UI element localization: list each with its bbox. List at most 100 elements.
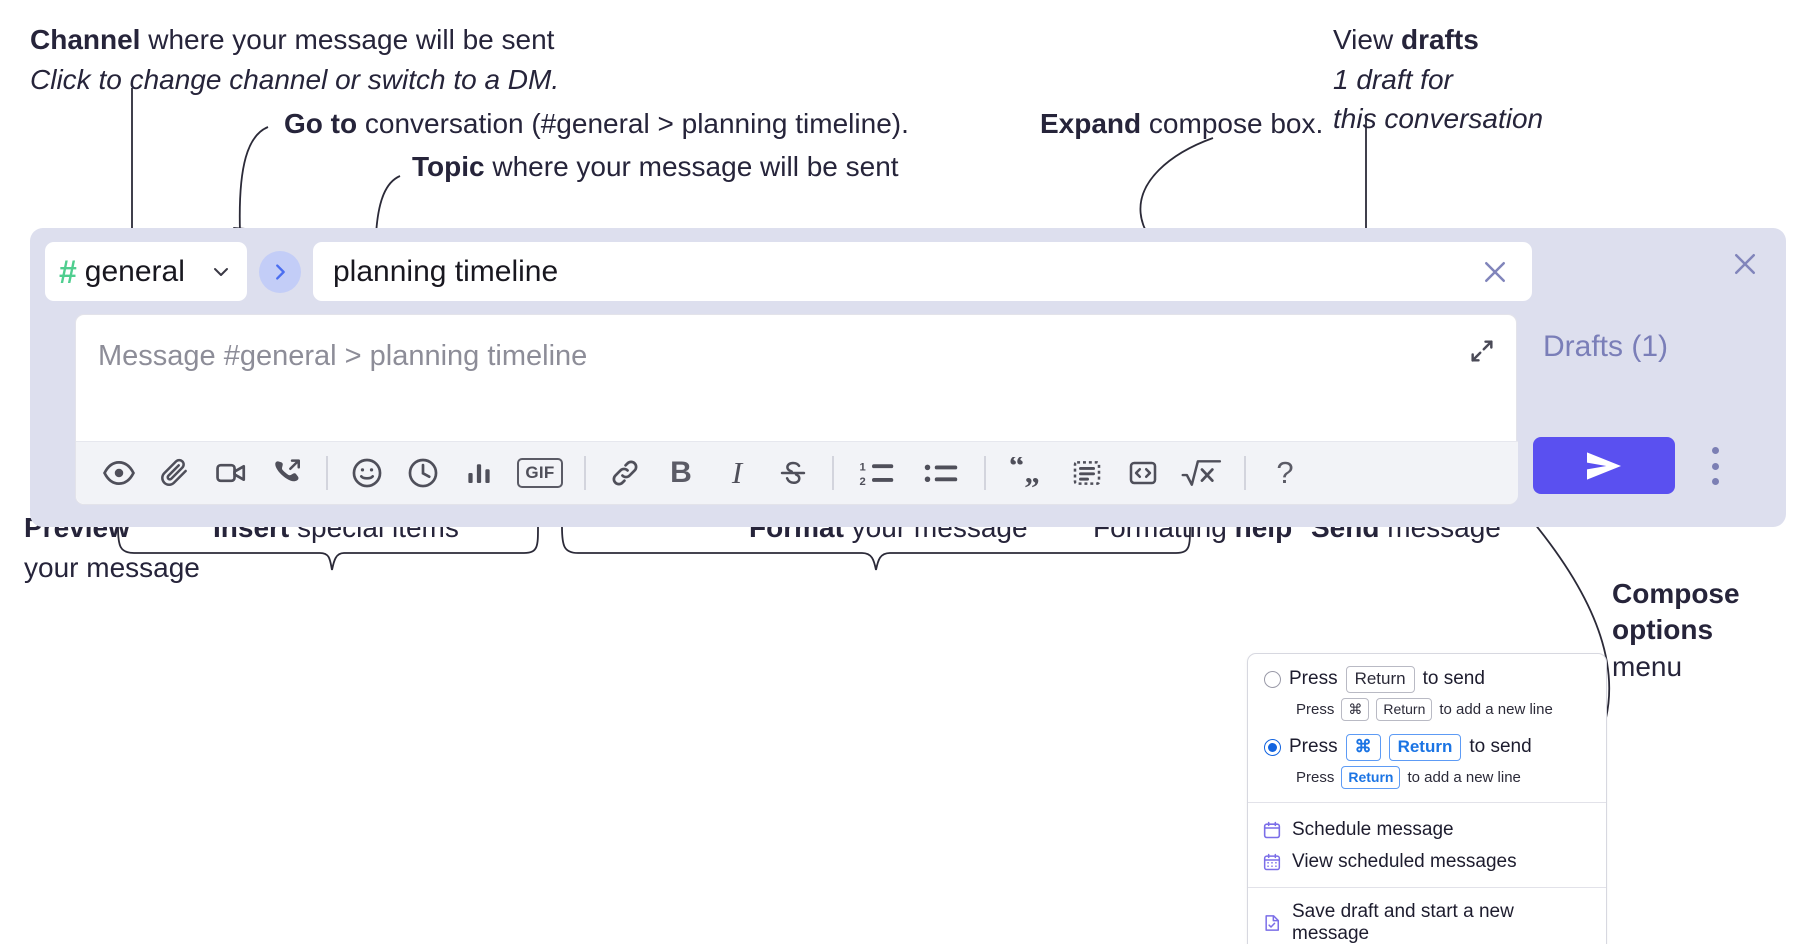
paperclip-icon [161,458,187,486]
expand-compose-button[interactable] [1462,331,1502,371]
annotation-compose-options-bold2: options [1612,614,1714,646]
quote-icon: “ „ [1009,457,1040,489]
toolbar-divider [584,456,586,490]
option1-main-row[interactable]: Press Return to send [1264,666,1606,693]
more-vertical-icon [1711,478,1719,485]
option1-sub-pre: Press [1296,700,1335,718]
help-label: ? [1276,455,1294,490]
option1-sub-row: Press ⌘ Return to add a new line [1296,697,1606,721]
bulleted-list-button[interactable] [909,448,973,498]
menu-item-label: Schedule message [1292,818,1454,840]
compose-options-menu: Press Return to send Press ⌘ Return to a… [1247,653,1607,944]
smiley-icon [352,458,382,488]
hash-icon: # [59,253,77,290]
menu-item-label: Save draft and start a new message [1292,900,1514,944]
code-block-icon [1073,461,1101,485]
inline-code-button[interactable] [1115,448,1171,498]
annotation-drafts: View drafts 1 draft for this conversatio… [1333,22,1543,136]
option2-post: to send [1469,736,1532,758]
key-return: Return [1376,697,1433,721]
drafts-link[interactable]: Drafts (1) [1543,330,1669,363]
option2-main-row[interactable]: Press ⌘ Return to send [1264,733,1606,761]
menu-option-return-to-send[interactable]: Press Return to send Press ⌘ Return to a… [1248,666,1606,721]
annotation-channel-bold: Channel [30,24,141,55]
annotation-expand: Expand compose box. [1040,106,1323,142]
topic-input[interactable]: planning timeline [313,242,1532,301]
go-to-conversation-button[interactable] [259,250,301,293]
radio-cmd-return-to-send[interactable] [1264,738,1281,756]
annotation-goto-rest: conversation (#general > planning timeli… [357,108,909,139]
strikethrough-icon [780,461,806,485]
bold-label: B [670,456,692,489]
key-command: ⌘ [1345,733,1381,761]
message-placeholder: Message #general > planning timeline [98,340,588,372]
annotation-compose-options-rest: menu [1612,650,1683,682]
more-vertical-icon [1711,447,1719,454]
option1-sub-post: to add a new line [1439,700,1553,718]
svg-text:“: “ [1009,457,1024,482]
video-camera-icon [216,463,246,483]
save-draft-icon [1265,914,1279,931]
blockquote-button[interactable]: “ „ [997,448,1059,498]
attachment-button[interactable] [147,448,203,498]
send-button[interactable] [1533,437,1675,494]
gif-button[interactable]: GIF [507,448,573,498]
poll-button[interactable] [451,448,507,498]
menu-item-label: View scheduled messages [1292,850,1517,872]
expand-icon [1471,340,1493,362]
audio-clip-button[interactable] [259,448,315,498]
chevron-right-icon [276,263,285,280]
bar-chart-icon [468,464,490,483]
phone-arrow-icon [275,459,300,482]
clock-icon [408,458,438,488]
math-button[interactable] [1171,448,1233,498]
link-icon [612,460,638,486]
square-root-x-icon [1181,460,1222,486]
italic-button[interactable]: I [709,448,765,498]
topic-value: planning timeline [333,254,559,288]
emoji-button[interactable] [339,448,395,498]
send-paper-plane-icon [1587,451,1621,480]
channel-selector[interactable]: # general [45,242,247,301]
annotation-compose-options-bold1: Compose [1612,578,1740,609]
code-block-button[interactable] [1059,448,1115,498]
annotation-drafts-lead: View [1333,24,1401,55]
ordered-list-button[interactable]: 1 2 [845,448,909,498]
schedule-send-button[interactable] [395,448,451,498]
channel-name: general [84,254,185,288]
radio-return-to-send[interactable] [1264,670,1281,688]
menu-item-save-draft[interactable]: Save draft and start a new message [1248,896,1606,944]
bold-button[interactable]: B [653,448,709,498]
annotation-goto-bold: Go to [284,108,358,139]
chevron-down-icon [214,267,228,276]
option2-sub-post: to add a new line [1407,768,1521,786]
close-compose-button[interactable] [1725,244,1765,284]
annotation-drafts-sub2: this conversation [1333,102,1544,134]
toolbar-divider [832,456,834,490]
annotation-compose-options: Compose options menu [1612,576,1740,685]
video-clip-button[interactable] [203,448,259,498]
option2-sub-row: Press Return to add a new line [1296,765,1606,789]
calendar-grid-icon [1263,853,1281,870]
formatting-toolbar: GIF B I [76,441,1518,504]
gif-label: GIF [517,458,563,488]
link-button[interactable] [597,448,653,498]
ordered-list-icon: 1 2 [860,462,894,488]
svg-text:1: 1 [860,462,866,474]
formatting-help-button[interactable]: ? [1257,448,1313,498]
strikethrough-button[interactable] [765,448,821,498]
annotation-drafts-sub1: 1 draft for [1333,63,1453,95]
menu-item-view-scheduled-messages[interactable]: View scheduled messages [1248,846,1606,878]
svg-text:2: 2 [860,476,866,488]
compose-header-row: # general planning timeline [45,242,1532,301]
message-input-box[interactable]: Message #general > planning timeline [75,314,1518,505]
menu-item-schedule-message[interactable]: Schedule message [1248,814,1606,846]
preview-button[interactable] [91,448,147,498]
key-command: ⌘ [1341,697,1370,721]
clear-topic-button[interactable] [1474,251,1516,293]
italic-label: I [731,455,743,490]
option1-post: to send [1422,668,1485,690]
menu-option-cmd-return-to-send[interactable]: Press ⌘ Return to send Press Return to a… [1248,733,1606,789]
annotation-drafts-bold: drafts [1400,24,1479,55]
compose-options-button[interactable] [1700,444,1730,488]
